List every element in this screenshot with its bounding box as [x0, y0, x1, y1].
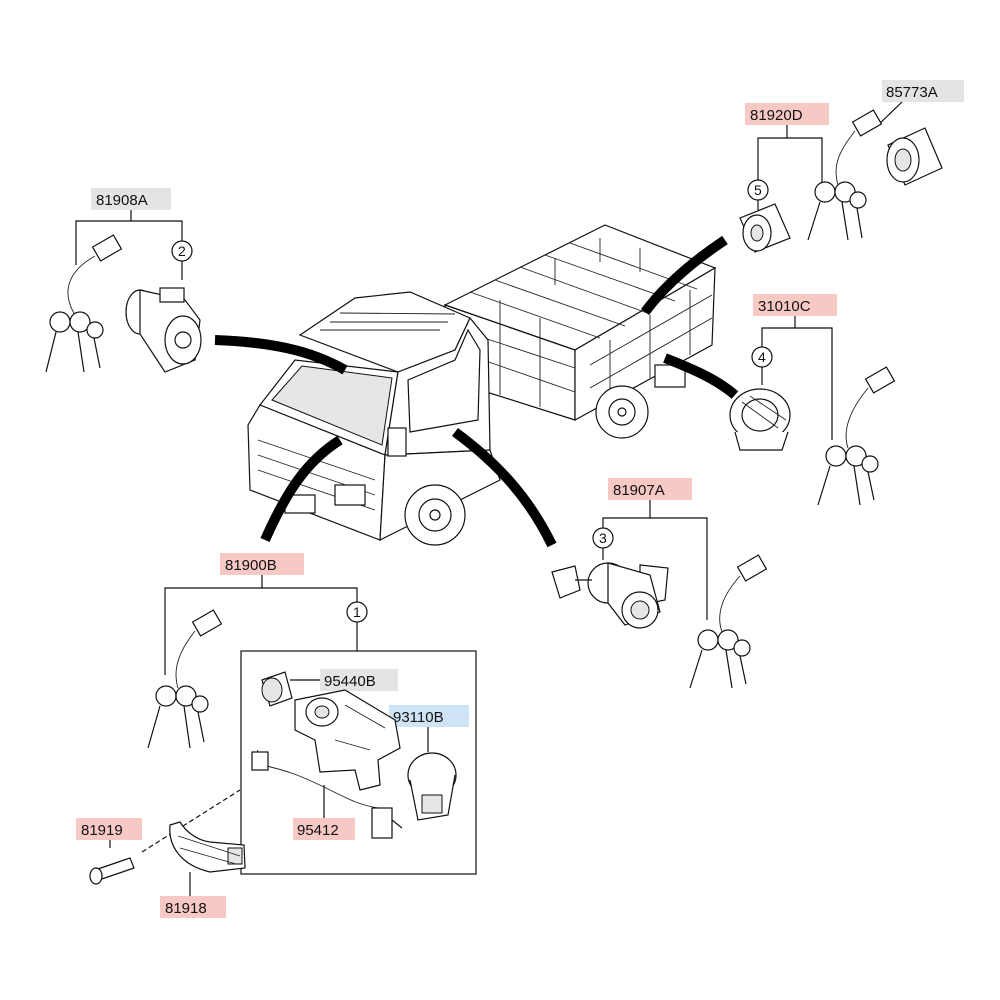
callout-3: 3 — [599, 530, 607, 546]
label-93110B: 93110B — [393, 709, 444, 726]
label-95412: 95412 — [297, 822, 339, 839]
label-31010C: 31010C — [758, 298, 811, 315]
label-95440B: 95440B — [324, 673, 376, 690]
callout-5: 5 — [754, 182, 762, 198]
callout-1: 1 — [353, 604, 361, 620]
key-set-81900b — [147, 609, 223, 749]
callout-4: 4 — [758, 349, 766, 365]
pointer-arrows — [214, 235, 739, 548]
label-85773A: 85773A — [886, 84, 938, 101]
key-set-81920d — [807, 109, 883, 241]
bracket-81918 — [169, 821, 246, 873]
key-set-31010c — [817, 366, 896, 506]
label-backgrounds — [76, 80, 964, 918]
label-81919: 81919 — [81, 822, 123, 839]
key-set-81907a — [689, 554, 768, 689]
truck-illustration — [247, 224, 717, 546]
cap-85773a — [886, 127, 943, 186]
callouts: 2 5 4 3 1 — [171, 179, 773, 623]
label-81920D: 81920D — [750, 107, 803, 124]
callout-2: 2 — [178, 243, 186, 259]
door-lock-cylinder — [125, 287, 202, 373]
key-set-81908a — [45, 234, 123, 373]
ignition-assembly — [251, 671, 457, 839]
leader-lines — [75, 101, 903, 896]
label-81908A: 81908A — [96, 192, 148, 209]
tailgate-lock-cylinder — [739, 203, 791, 253]
part-labels: 81908A 81920D 85773A 31010C 81907A 81900… — [81, 84, 938, 917]
door-lock-81907a — [551, 562, 669, 629]
label-81907A: 81907A — [613, 482, 665, 499]
bolt-81919 — [89, 857, 135, 885]
fuel-filler-cap — [729, 388, 791, 451]
label-81918: 81918 — [165, 900, 207, 917]
label-81900B: 81900B — [225, 557, 277, 574]
